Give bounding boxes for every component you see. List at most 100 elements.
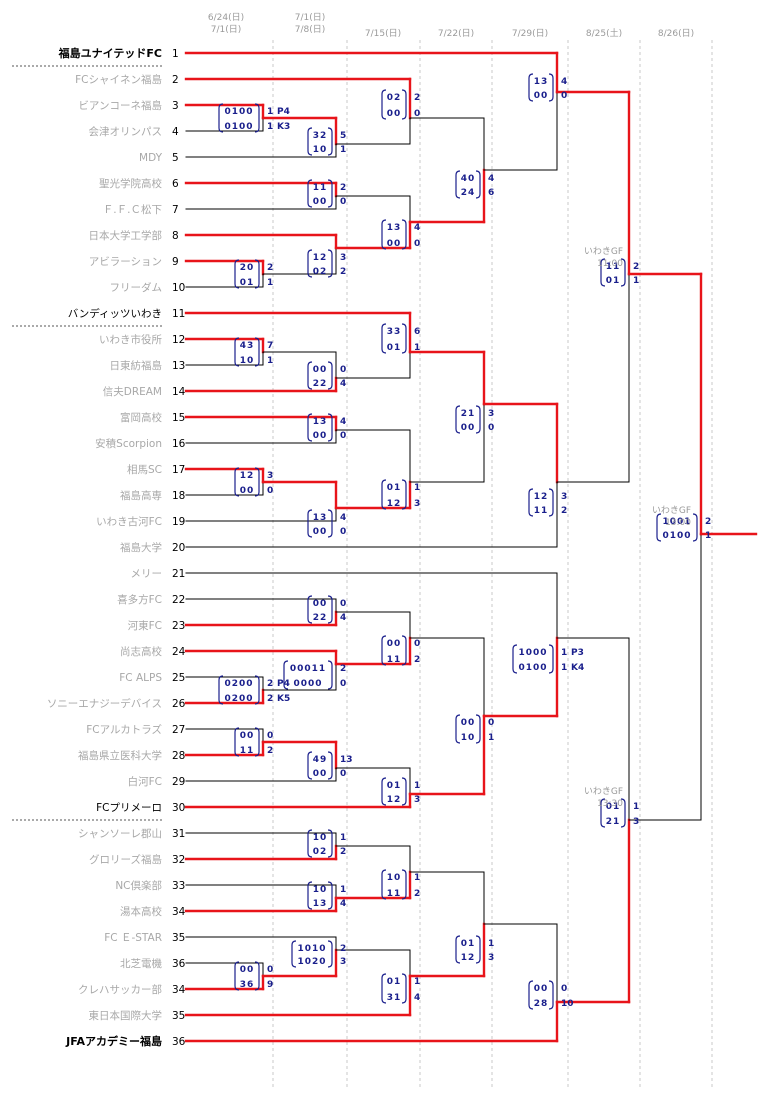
score-bottom: 1020 (297, 957, 326, 967)
goal-count: 0 (414, 109, 420, 119)
score-bracket-right (401, 89, 407, 120)
score-bottom: 13 (313, 899, 328, 909)
team-name: 東日本国際大学 (89, 1009, 163, 1022)
team-name: 福島県立医科大学 (78, 749, 162, 762)
score-bottom: 01 (387, 343, 402, 353)
team-number: 12 (172, 334, 185, 346)
score-bracket-right (254, 337, 260, 367)
pk-label: P3 (571, 648, 584, 658)
score-bottom: 10 (313, 145, 328, 155)
score-bracket-right (327, 660, 333, 690)
score-bracket-right (327, 829, 333, 858)
team-number: 17 (172, 464, 185, 476)
team-number: 9 (172, 256, 179, 268)
score-top: 13 (313, 417, 328, 427)
score-bracket-right (254, 103, 260, 133)
goal-count: 1 (267, 356, 273, 366)
score-bracket-left (512, 644, 518, 674)
team-name: 日東紡福島 (110, 359, 163, 372)
team-name: FC ALPS (119, 672, 162, 684)
goal-count: 1 (414, 483, 420, 493)
goal-count: 2 (705, 517, 711, 527)
score-bracket-right (254, 727, 260, 757)
team-name: 福島大学 (120, 541, 162, 554)
date-header-2-2: 7/8(日) (295, 24, 326, 35)
goal-count: 1 (705, 531, 711, 541)
score-top: 00 (240, 965, 255, 975)
score-bottom: 00 (313, 431, 328, 441)
goal-count: 7 (267, 341, 273, 351)
kickoff-time: 11:00 (597, 259, 623, 269)
goal-count: 0 (340, 769, 346, 779)
score-bracket-left (307, 127, 313, 156)
team-number: 15 (172, 412, 185, 424)
score-bottom: 22 (313, 379, 328, 389)
score-bracket-left (234, 259, 240, 289)
score-bracket-left (307, 881, 313, 910)
score-bracket-left (307, 179, 313, 208)
goal-count: 2 (340, 267, 346, 277)
team-name: FCシャイネン福島 (75, 73, 162, 86)
goal-count: 0 (561, 984, 567, 994)
score-bottom: 00 (313, 197, 328, 207)
score-bracket-right (254, 675, 260, 705)
score-top: 1000 (518, 648, 547, 658)
team-number: 7 (172, 204, 179, 216)
team-number: 16 (172, 438, 186, 450)
date-header-2-1: 7/1(日) (295, 12, 326, 23)
goal-count: 2 (414, 889, 420, 899)
goal-count: 0 (340, 431, 346, 441)
goal-count: 1 (414, 977, 420, 987)
score-bracket-right (401, 973, 407, 1004)
score-bracket-right (327, 179, 333, 208)
score-bracket-right (327, 361, 333, 390)
goal-count: 2 (414, 93, 420, 103)
kickoff-time: 13:30 (597, 799, 623, 809)
team-number: 22 (172, 594, 185, 606)
score-bottom: 01 (240, 278, 255, 288)
score-bracket-left (381, 973, 387, 1004)
team-name: Ｆ.Ｆ.Ｃ松下 (103, 203, 162, 216)
score-top: 02 (387, 93, 402, 103)
goal-count: 0 (340, 527, 346, 537)
goal-count: 1 (414, 343, 420, 353)
team-name: ソニーエナジーデバイス (47, 697, 162, 710)
team-name: 白河FC (128, 775, 162, 788)
score-bottom: 28 (534, 999, 549, 1009)
score-bracket-left (307, 249, 313, 278)
score-bracket-left (307, 509, 313, 538)
team-number: 10 (172, 282, 185, 294)
score-bracket-right (548, 644, 554, 674)
team-name: シャンソーレ郡山 (78, 828, 162, 840)
score-bottom: 00 (313, 769, 328, 779)
score-bracket-left (234, 337, 240, 367)
team-number: 4 (172, 126, 179, 138)
date-header-1-1: 6/24(日) (208, 12, 244, 23)
team-number: 11 (172, 308, 185, 320)
score-bracket-right (401, 777, 407, 806)
score-bracket-left (234, 467, 240, 497)
goal-count: 1 (340, 145, 346, 155)
goal-count: 3 (414, 499, 420, 509)
score-top: 11 (313, 183, 328, 193)
score-bracket-right (327, 413, 333, 442)
score-bottom: 0100 (224, 122, 253, 132)
goal-count: 2 (561, 506, 567, 516)
goal-count: 4 (414, 993, 420, 1003)
score-top: 0100 (224, 107, 253, 117)
goal-count: 2 (267, 746, 273, 756)
goal-count: 3 (488, 953, 494, 963)
score-top: 33 (387, 327, 402, 337)
team-name: NC倶楽部 (115, 879, 162, 892)
goal-count: 2 (340, 847, 346, 857)
score-bracket-right (475, 405, 481, 434)
goal-count: 9 (267, 980, 273, 990)
goal-count: 1 (340, 833, 346, 843)
score-bottom: 00 (534, 91, 549, 101)
score-bracket-right (254, 467, 260, 497)
goal-count: 0 (267, 965, 273, 975)
score-bracket-left (600, 798, 606, 828)
team-number: 5 (172, 152, 179, 164)
goal-count: 3 (340, 253, 346, 263)
